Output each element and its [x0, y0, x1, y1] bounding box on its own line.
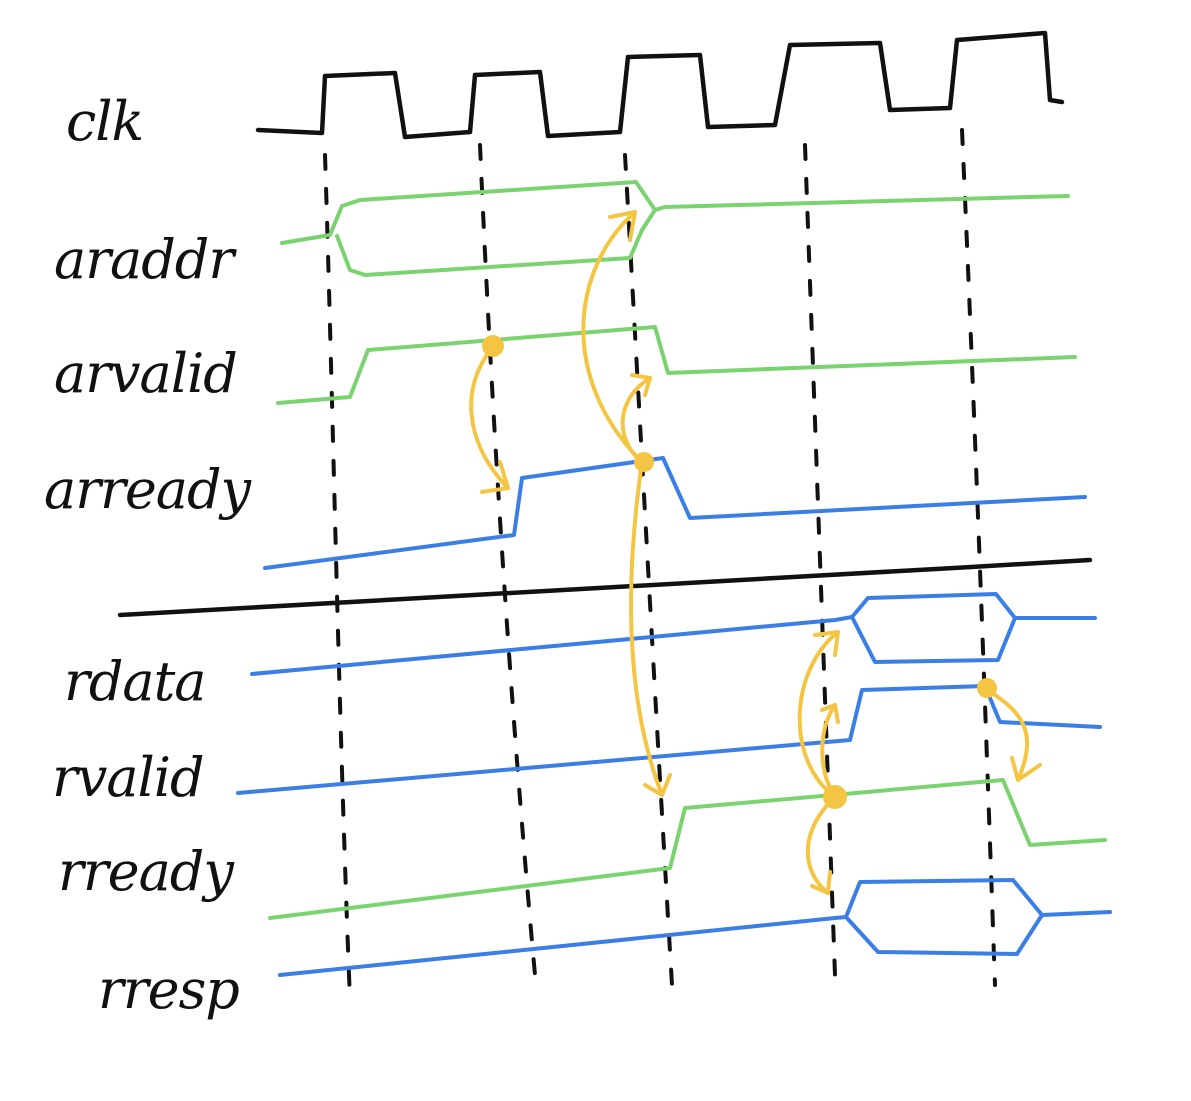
channel-separator — [117, 557, 1093, 618]
rdata-waveform — [250, 592, 1097, 676]
label-rresp: rresp — [98, 958, 239, 1021]
clk-waveform — [255, 30, 1065, 140]
dependency-arrow-arready-to-arvalid — [620, 373, 652, 464]
clock-edge-guide-3 — [623, 153, 674, 987]
clock-edge-guide-4 — [803, 143, 837, 977]
label-araddr: araddr — [54, 228, 237, 291]
dependency-arrow-rvalid-to-rready — [985, 688, 1042, 782]
rready-waveform — [268, 778, 1107, 920]
clock-edge-guide-2 — [478, 143, 537, 977]
dependency-arrow-rready-to-rvalid — [820, 703, 840, 799]
arvalid-waveform — [276, 325, 1077, 405]
label-arvalid: arvalid — [54, 342, 237, 405]
clock-edge-guides — [323, 128, 997, 1002]
dependency-arrow-arready-to-rready — [629, 460, 672, 797]
rresp-waveform — [278, 878, 1112, 977]
handshake-dot-rready — [823, 785, 847, 809]
handshake-dot-arvalid — [482, 335, 504, 357]
dependency-arrow-rready-to-rdata — [797, 630, 840, 799]
label-rvalid: rvalid — [52, 746, 204, 809]
handshake-dot-arready — [634, 452, 654, 472]
rvalid-waveform — [236, 684, 1102, 795]
label-arready: arready — [44, 458, 253, 521]
signal-labels: clk araddr arvalid arready rdata rvalid … — [44, 90, 254, 1021]
dependency-arrow-rready-to-rresp — [805, 795, 837, 895]
label-rdata: rdata — [64, 650, 205, 713]
label-clk: clk — [66, 90, 143, 153]
label-rready: rready — [58, 840, 235, 903]
clock-edge-guide-5 — [960, 128, 997, 987]
handshake-dot-rvalid — [977, 678, 997, 698]
arready-waveform — [263, 456, 1087, 570]
dependency-arrow-arvalid-to-arready — [469, 346, 510, 494]
clock-edge-guide-1 — [323, 153, 352, 1002]
dependency-arrow-arready-to-araddr — [581, 210, 644, 464]
araddr-waveform — [280, 180, 1070, 277]
handshake-dependency-arrows — [469, 210, 1042, 895]
